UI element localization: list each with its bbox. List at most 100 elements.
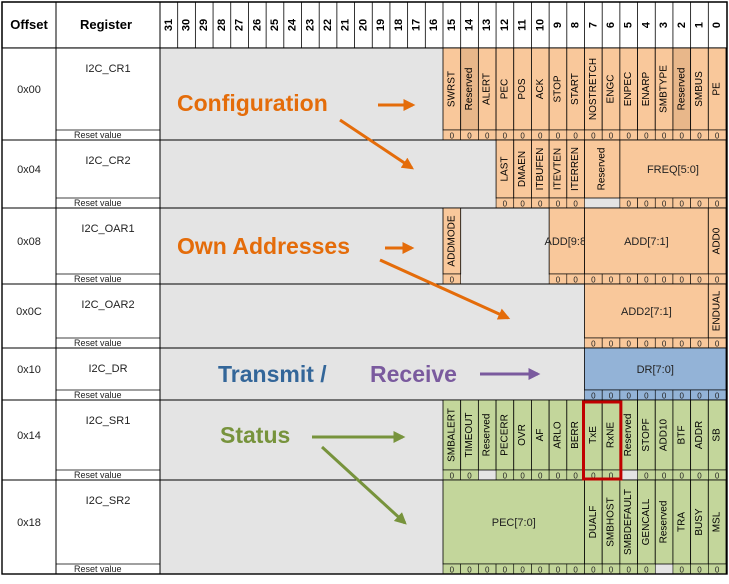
reset-bit: 0 (715, 392, 720, 401)
bit-number-header: 15 (446, 19, 458, 31)
bit-number-header: 13 (481, 19, 493, 31)
bit-number-header: 0 (711, 22, 723, 28)
reset-value-label: Reset value (74, 274, 122, 284)
receive-annotation: Receive (370, 361, 457, 387)
bit-field-label: AF (535, 429, 546, 442)
reset-bit: 0 (556, 566, 561, 575)
bit-field (584, 347, 727, 391)
bit-number-header: 6 (605, 22, 617, 28)
register-name: I2C_SR2 (86, 495, 131, 507)
reset-bit: 0 (662, 392, 667, 401)
reset-bit: 0 (715, 276, 720, 285)
reset-bit: 0 (662, 200, 667, 209)
reset-value-label: Reset value (74, 130, 122, 140)
bit-field-label: ITEVTEN (552, 148, 563, 190)
reset-bit: 0 (644, 392, 649, 401)
reset-bit: 0 (556, 200, 561, 209)
reset-bit: 0 (485, 566, 490, 575)
register-offset: 0x08 (17, 236, 41, 248)
reset-bit: 0 (591, 132, 596, 141)
reset-bit: 0 (697, 392, 702, 401)
bit-field-label: DR[7:0] (637, 364, 674, 376)
reset-bit: 0 (520, 566, 525, 575)
reset-bit: 0 (467, 472, 472, 481)
bit-number-header: 4 (640, 21, 652, 28)
reset-bit: 0 (662, 472, 667, 481)
bit-field-label: BUSY (694, 508, 705, 536)
transmit-annotation: Transmit / (218, 361, 327, 387)
reset-bit: 0 (644, 200, 649, 209)
reset-bit: 0 (715, 132, 720, 141)
bit-number-header: 2 (676, 22, 688, 28)
reset-bit: 0 (697, 200, 702, 209)
bit-field-label: ITERREN (570, 147, 581, 191)
bit-number-header: 31 (163, 19, 175, 31)
bit-field-label: ARLO (552, 421, 563, 448)
reset-value-label: Reset value (74, 390, 122, 400)
bit-number-header: 18 (393, 19, 405, 31)
bit-field-label: ALERT (482, 73, 493, 105)
reset-bit: 0 (680, 472, 685, 481)
register-offset: 0x10 (17, 364, 41, 376)
reset-bit: 0 (503, 566, 508, 575)
reset-bit: 0 (697, 132, 702, 141)
reset-bit: 0 (591, 392, 596, 401)
reset-bit: 0 (591, 566, 596, 575)
bit-number-header: 16 (428, 19, 440, 31)
offset-column-header: Offset (10, 17, 48, 32)
reset-bit: 0 (609, 340, 614, 349)
reset-bit: 0 (715, 340, 720, 349)
reset-bit: 0 (467, 566, 472, 575)
reset-bit: 0 (662, 340, 667, 349)
reset-bit: 0 (680, 566, 685, 575)
reset-bit: 0 (450, 472, 455, 481)
bit-number-header: 9 (552, 22, 564, 28)
reset-bit: 0 (573, 276, 578, 285)
reset-bit: 0 (680, 200, 685, 209)
bit-field-label: OVR (517, 424, 528, 446)
reset-value-label: Reset value (74, 564, 122, 574)
bit-field-label: DUALF (588, 506, 599, 539)
bit-field (584, 207, 709, 275)
bit-field-label: SMBALERT (446, 408, 457, 462)
bit-field-label: RxNE (606, 422, 617, 448)
bit-number-header: 14 (464, 18, 476, 31)
reset-bit: 0 (503, 200, 508, 209)
bit-field-label: ADD2[7:1] (621, 306, 672, 318)
bit-field-label: Reserved (597, 148, 608, 191)
bit-number-header: 24 (287, 18, 299, 31)
reset-bit: 0 (591, 340, 596, 349)
bit-number-header: 26 (251, 19, 263, 31)
register-offset: 0x04 (17, 164, 41, 176)
bit-number-header: 28 (216, 19, 228, 31)
bit-field-label: MSL (712, 511, 723, 532)
reset-bit: 0 (450, 276, 455, 285)
reset-bit: 0 (467, 132, 472, 141)
bit-field-label: POS (517, 78, 528, 99)
bit-field-label: STOP (552, 75, 563, 102)
bit-field-label: ADD10 (659, 418, 670, 451)
bit-field-label: SMBUS (694, 71, 705, 107)
reset-bit: 0 (662, 276, 667, 285)
bit-field-label: TRA (676, 512, 687, 532)
reset-bit: 0 (644, 132, 649, 141)
reset-bit: 0 (626, 566, 631, 575)
reset-bit: 0 (520, 200, 525, 209)
reset-bit: 0 (573, 472, 578, 481)
configuration-arrow (339, 118, 414, 170)
bit-field-label: SB (712, 428, 723, 442)
status-annotation: Status (220, 422, 290, 448)
bit-field-label: SWRST (446, 71, 457, 107)
bit-field-label: ENARP (641, 71, 652, 106)
bit-number-header: 27 (234, 19, 246, 31)
bit-field-label: NOSTRETCH (588, 58, 599, 120)
txe-rxne-highlight (582, 400, 623, 481)
register-name: I2C_DR (88, 363, 127, 375)
